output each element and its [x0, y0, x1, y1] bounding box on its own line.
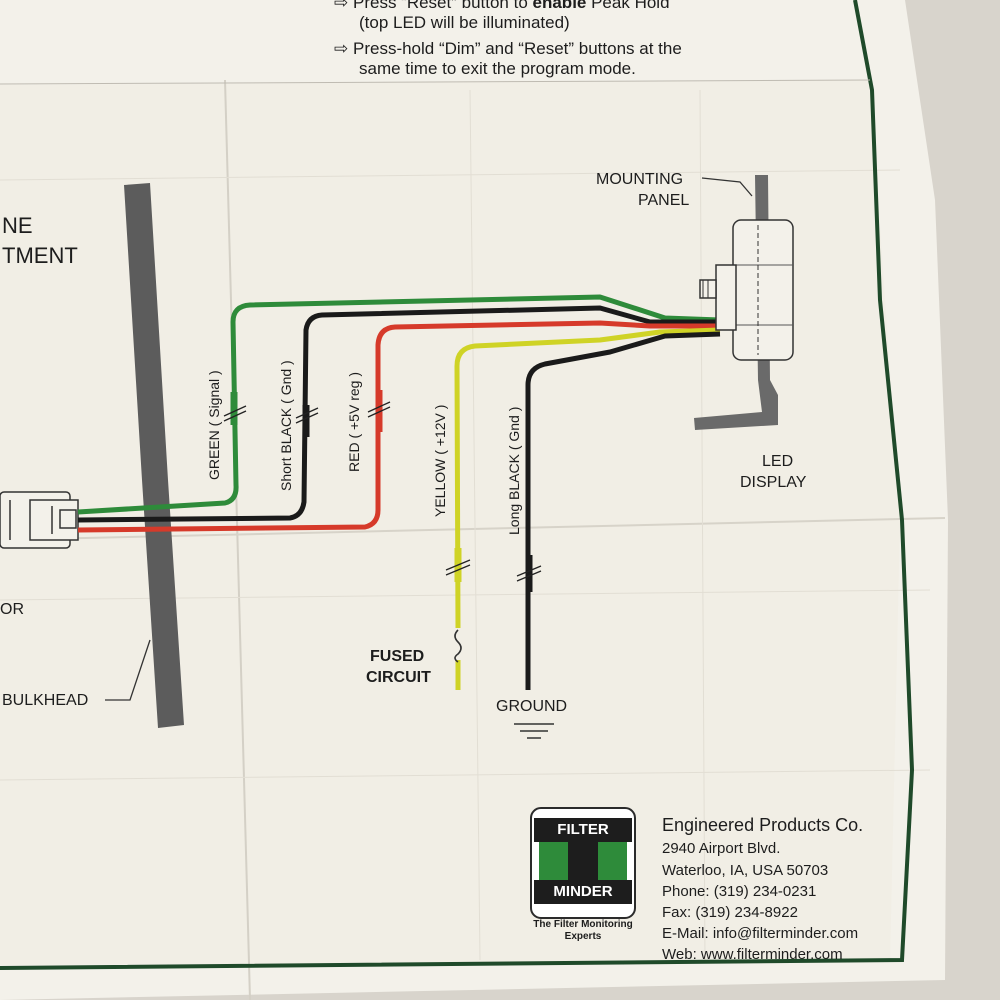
engine-label: NE [2, 213, 33, 238]
wire-label-yellow: YELLOW ( +12V ) [432, 404, 448, 517]
wire-long-black [525, 331, 721, 690]
logo-text-bottom: MINDER [553, 883, 613, 900]
led-display-unit [694, 175, 794, 430]
mounting-label-1: MOUNTING [596, 171, 684, 188]
instruction-line-1: ⇨ Press “Reset” button to enable Peak Ho… [334, 0, 670, 11]
logo-tagline-1: The Filter Monitoring [533, 919, 633, 930]
wire-green [77, 294, 721, 515]
company-name: Engineered Products Co. [662, 815, 864, 835]
page-border [0, 0, 915, 970]
wire-label-long-black: Long BLACK ( Gnd ) [506, 406, 522, 535]
bulkhead-wall [124, 183, 184, 728]
wire-red [77, 320, 720, 533]
instruction-line-2: (top LED will be illuminated) [359, 13, 570, 32]
arrow-icon: ⇨ [334, 39, 349, 58]
company-email: E-Mail: info@filterminder.com [662, 925, 859, 942]
logo-tagline-2: Experts [564, 931, 602, 942]
logo-text-top: FILTER [557, 821, 609, 838]
ground-label: GROUND [496, 698, 568, 715]
bulkhead-label: BULKHEAD [2, 692, 89, 709]
fuse-symbol [454, 629, 462, 663]
connector-plug [0, 491, 79, 549]
wire-label-red: RED ( +5V reg ) [346, 372, 362, 472]
company-fax: Fax: (319) 234-8922 [662, 904, 798, 921]
filter-minder-logo [530, 807, 636, 919]
wire-label-short-black: Short BLACK ( Gnd ) [278, 360, 294, 491]
wire-yellow-main [454, 327, 721, 629]
instruction-line-4: same time to exit the program mode. [359, 59, 636, 78]
connector-label: OR [0, 601, 24, 618]
company-phone: Phone: (319) 234-0231 [662, 883, 817, 900]
fused-circuit-label-2: CIRCUIT [366, 669, 431, 686]
fused-circuit-label-1: FUSED [370, 648, 425, 665]
company-city: Waterloo, IA, USA 50703 [662, 862, 829, 879]
wire-short-black [77, 305, 720, 523]
company-web: Web: www.filterminder.com [662, 946, 843, 963]
led-display-label-1: LED [762, 453, 794, 470]
led-display-label-2: DISPLAY [740, 474, 807, 491]
wire-label-green: GREEN ( Signal ) [206, 370, 222, 480]
company-address: 2940 Airport Blvd. [662, 840, 781, 857]
ground-symbol [514, 723, 554, 739]
arrow-icon: ⇨ [334, 0, 349, 12]
mounting-label-2: PANEL [638, 192, 690, 209]
compartment-label: TMENT [2, 243, 78, 268]
instruction-line-3: ⇨ Press-hold “Dim” and “Reset” buttons a… [334, 39, 682, 58]
